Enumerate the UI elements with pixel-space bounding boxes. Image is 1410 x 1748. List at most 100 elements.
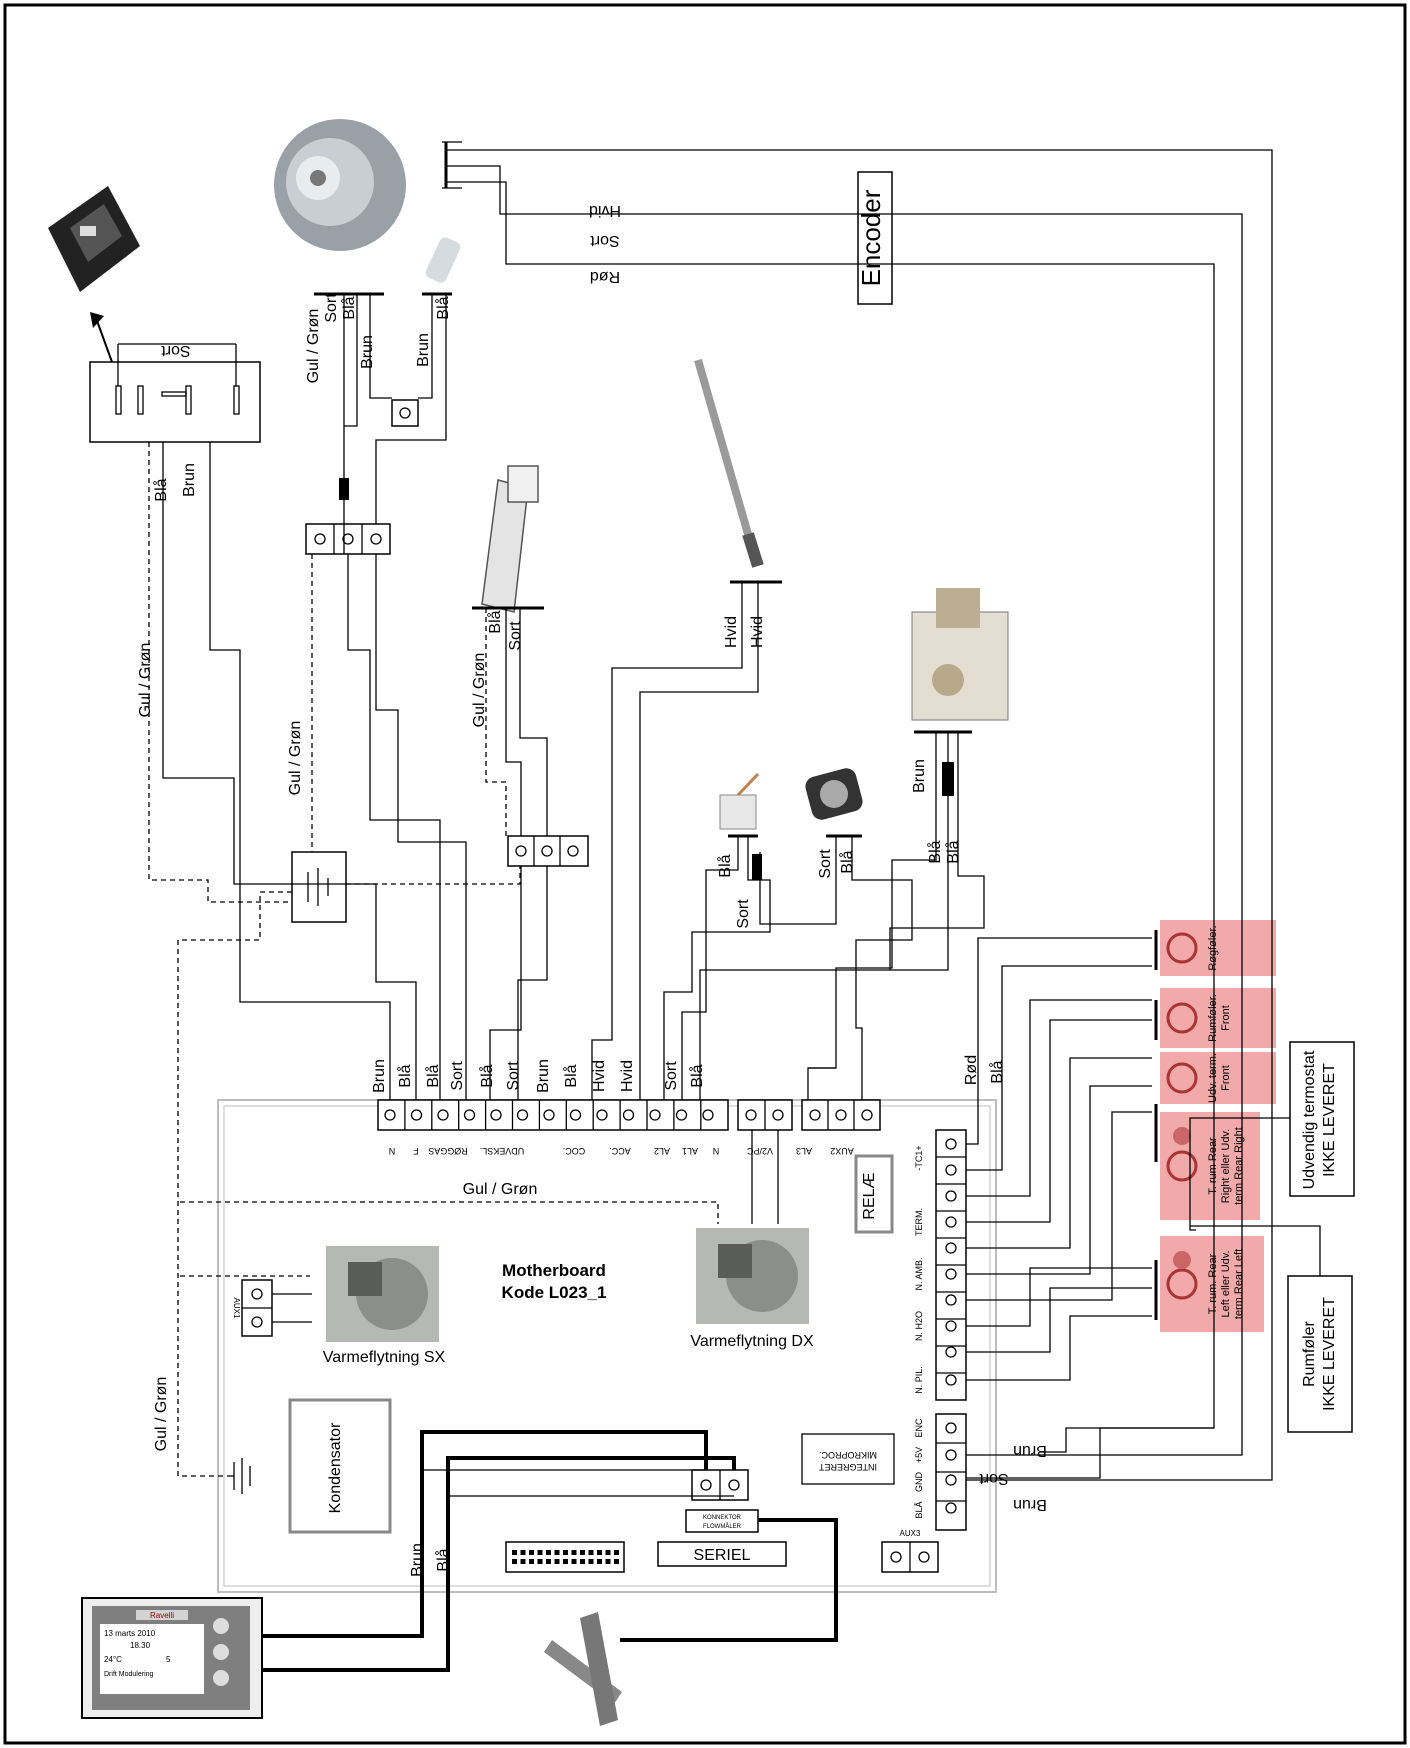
ground-box [291, 851, 347, 923]
top-terminal-row [377, 1099, 881, 1131]
terminal-screw [490, 1109, 502, 1121]
svg-text:KONNEKTOR: KONNEKTOR [703, 1515, 742, 1521]
terminal-screw [675, 1109, 688, 1121]
terminal-screw [384, 1109, 396, 1121]
inlet-arrow-line [95, 317, 113, 363]
sensor-label: term.Rear Left [1233, 1249, 1245, 1319]
top-terminal-label: COC. [563, 1146, 586, 1156]
wire-label: Blå [486, 610, 504, 633]
wire-label: Gul / Grøn [153, 1377, 170, 1452]
aux3-label: AUX3 [900, 1529, 921, 1538]
relae-box [854, 1154, 894, 1234]
top-terminal-label: RØGGAS [428, 1146, 468, 1156]
enc-brun-2: Brun [1013, 1496, 1047, 1513]
power-inlet-photo [48, 186, 140, 292]
sensor-box: Røgføler. [1160, 920, 1276, 976]
sensor-label: term Rear Right [1233, 1127, 1245, 1205]
wires [162, 149, 1321, 1671]
right-terminal-label: N. PIL. [914, 1366, 924, 1394]
wire-label: Blå [340, 296, 358, 319]
sensor-label: Left eller Udv. [1220, 1250, 1232, 1317]
right-terminal-label: BLÅ [914, 1501, 924, 1518]
sensor-label: Rumføler. [1207, 994, 1219, 1042]
right-terminal-label: GND [914, 1472, 924, 1493]
terminal-screw [945, 1374, 957, 1386]
sensor-label: Front [1220, 1005, 1232, 1031]
wire-label: Brun [415, 333, 432, 367]
sensor-box: Udv. term.Front [1160, 1052, 1276, 1104]
terminal-screw [835, 1109, 847, 1121]
varme-sx-label: Varmeflytning SX [323, 1349, 446, 1366]
wire-label: Gul / Grøn [471, 653, 488, 728]
terminal-block-fan [305, 523, 391, 555]
exhaust-fan-photo [274, 119, 406, 251]
top-terminal-label: AL3 [796, 1146, 812, 1156]
enc-sort-2: Sort [979, 1470, 1009, 1487]
top-terminal-label: UDVEKSL. [480, 1146, 525, 1156]
enc-brun-1: Brun [1013, 1442, 1047, 1459]
vacuum-switch-photo [805, 768, 863, 820]
right-terminal-label: +5V [914, 1447, 924, 1463]
sensor-box: Rumføler.Front [1160, 988, 1276, 1048]
terminal-screw [622, 1109, 635, 1121]
terminal-screw [861, 1109, 873, 1121]
wire-label: Gul / Grøn [137, 643, 154, 718]
display-status: Drift Modulering [104, 1671, 154, 1678]
terminal-single [391, 399, 419, 427]
inlet-arrow-head [90, 312, 104, 328]
top-wire-label: Blå [424, 1064, 442, 1087]
glow-plug-photo [694, 358, 764, 568]
rumfoler-label-2: IKKE LEVERET [1321, 1297, 1338, 1411]
terminal-screw [463, 1109, 476, 1121]
terminal-screw [945, 1216, 957, 1228]
top-wire-label: Hvid [619, 1060, 636, 1092]
top-wire-label: Blå [396, 1064, 414, 1087]
right-terminal-label: TERM. [914, 1208, 924, 1236]
display-temp: 24°C [104, 1655, 122, 1664]
rumfoler-label-1: Rumføler [1301, 1320, 1318, 1386]
encoder-label: Encoder [856, 189, 886, 286]
sensor-label: Right eller Udv. [1220, 1129, 1232, 1203]
mikroproc-box [801, 1433, 895, 1485]
ground-wires [148, 442, 719, 1477]
top-terminal-label: AUX2 [830, 1146, 854, 1156]
enc-sort: Sort [590, 232, 620, 249]
wire-label: Blå [152, 478, 170, 501]
wire-label: Gul / Grøn [305, 309, 322, 384]
udv-termostat-label-2: IKKE LEVERET [1321, 1063, 1338, 1177]
thick-wires [262, 1430, 838, 1672]
terminal-screw [945, 1242, 957, 1254]
terminal-screw [745, 1109, 757, 1121]
wire-label: Blå [988, 1060, 1006, 1083]
right-terminal-label: ENC [914, 1418, 924, 1438]
flowmeter-photo [544, 1612, 622, 1726]
right-terminal-label: N. H2O [914, 1311, 924, 1341]
kondensator-box [288, 1398, 392, 1534]
svg-text:MIKROPROC.: MIKROPROC. [819, 1450, 877, 1460]
top-terminal-label: N [389, 1146, 396, 1156]
terminal-screw [516, 1109, 529, 1121]
relae-label: RELÆ [861, 1172, 878, 1219]
seriel-box [657, 1541, 787, 1567]
sensor-label: Udv. term. [1207, 1053, 1219, 1103]
kondensator-label: Kondensator [327, 1422, 344, 1513]
top-wire-label: Hvid [591, 1060, 608, 1092]
enc-hvid: Hvid [589, 202, 621, 219]
top-wire-label: Blå [478, 1064, 496, 1087]
top-wire-label: Sort [449, 1061, 466, 1091]
seriel-label: SERIEL [694, 1547, 751, 1564]
aux1-label: AUX1 [232, 1298, 241, 1319]
filter-pins [115, 385, 240, 415]
encoder-box [857, 171, 893, 305]
top-terminal-label: V2/PC [746, 1146, 773, 1156]
sensor-label: T. rum. Rear [1207, 1253, 1219, 1314]
safety-thermostat-photo [719, 772, 760, 830]
fan-sx-photo [326, 1246, 439, 1342]
terminal-screw [945, 1502, 957, 1514]
wire-label: Blå [944, 840, 962, 863]
rumfoler-box [1287, 1275, 1353, 1433]
top-terminal-label: F [413, 1146, 419, 1156]
top-terminal-label: AL2 [654, 1146, 670, 1156]
terminal-screw [945, 1294, 957, 1306]
